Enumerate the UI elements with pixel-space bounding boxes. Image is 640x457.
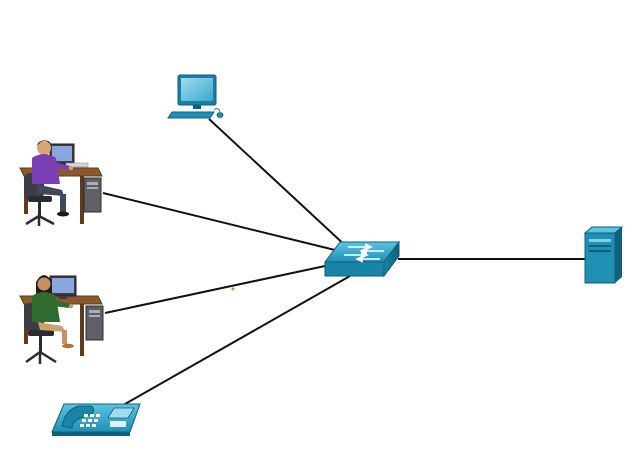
links bbox=[102, 118, 585, 405]
server-icon[interactable] bbox=[583, 226, 624, 284]
ip-phone-icon[interactable] bbox=[51, 403, 141, 436]
workstation-user-green-icon[interactable] bbox=[19, 275, 104, 364]
link-phone-switch[interactable] bbox=[124, 275, 351, 405]
link-user2-switch[interactable] bbox=[104, 265, 326, 314]
workstation-user-purple-icon[interactable] bbox=[19, 140, 103, 226]
desktop-pc-icon[interactable] bbox=[167, 74, 224, 119]
link-user1-switch[interactable] bbox=[102, 192, 336, 251]
switch-icon[interactable] bbox=[324, 240, 400, 278]
link-marker-dot bbox=[231, 287, 235, 291]
link-pc-switch[interactable] bbox=[208, 118, 349, 249]
